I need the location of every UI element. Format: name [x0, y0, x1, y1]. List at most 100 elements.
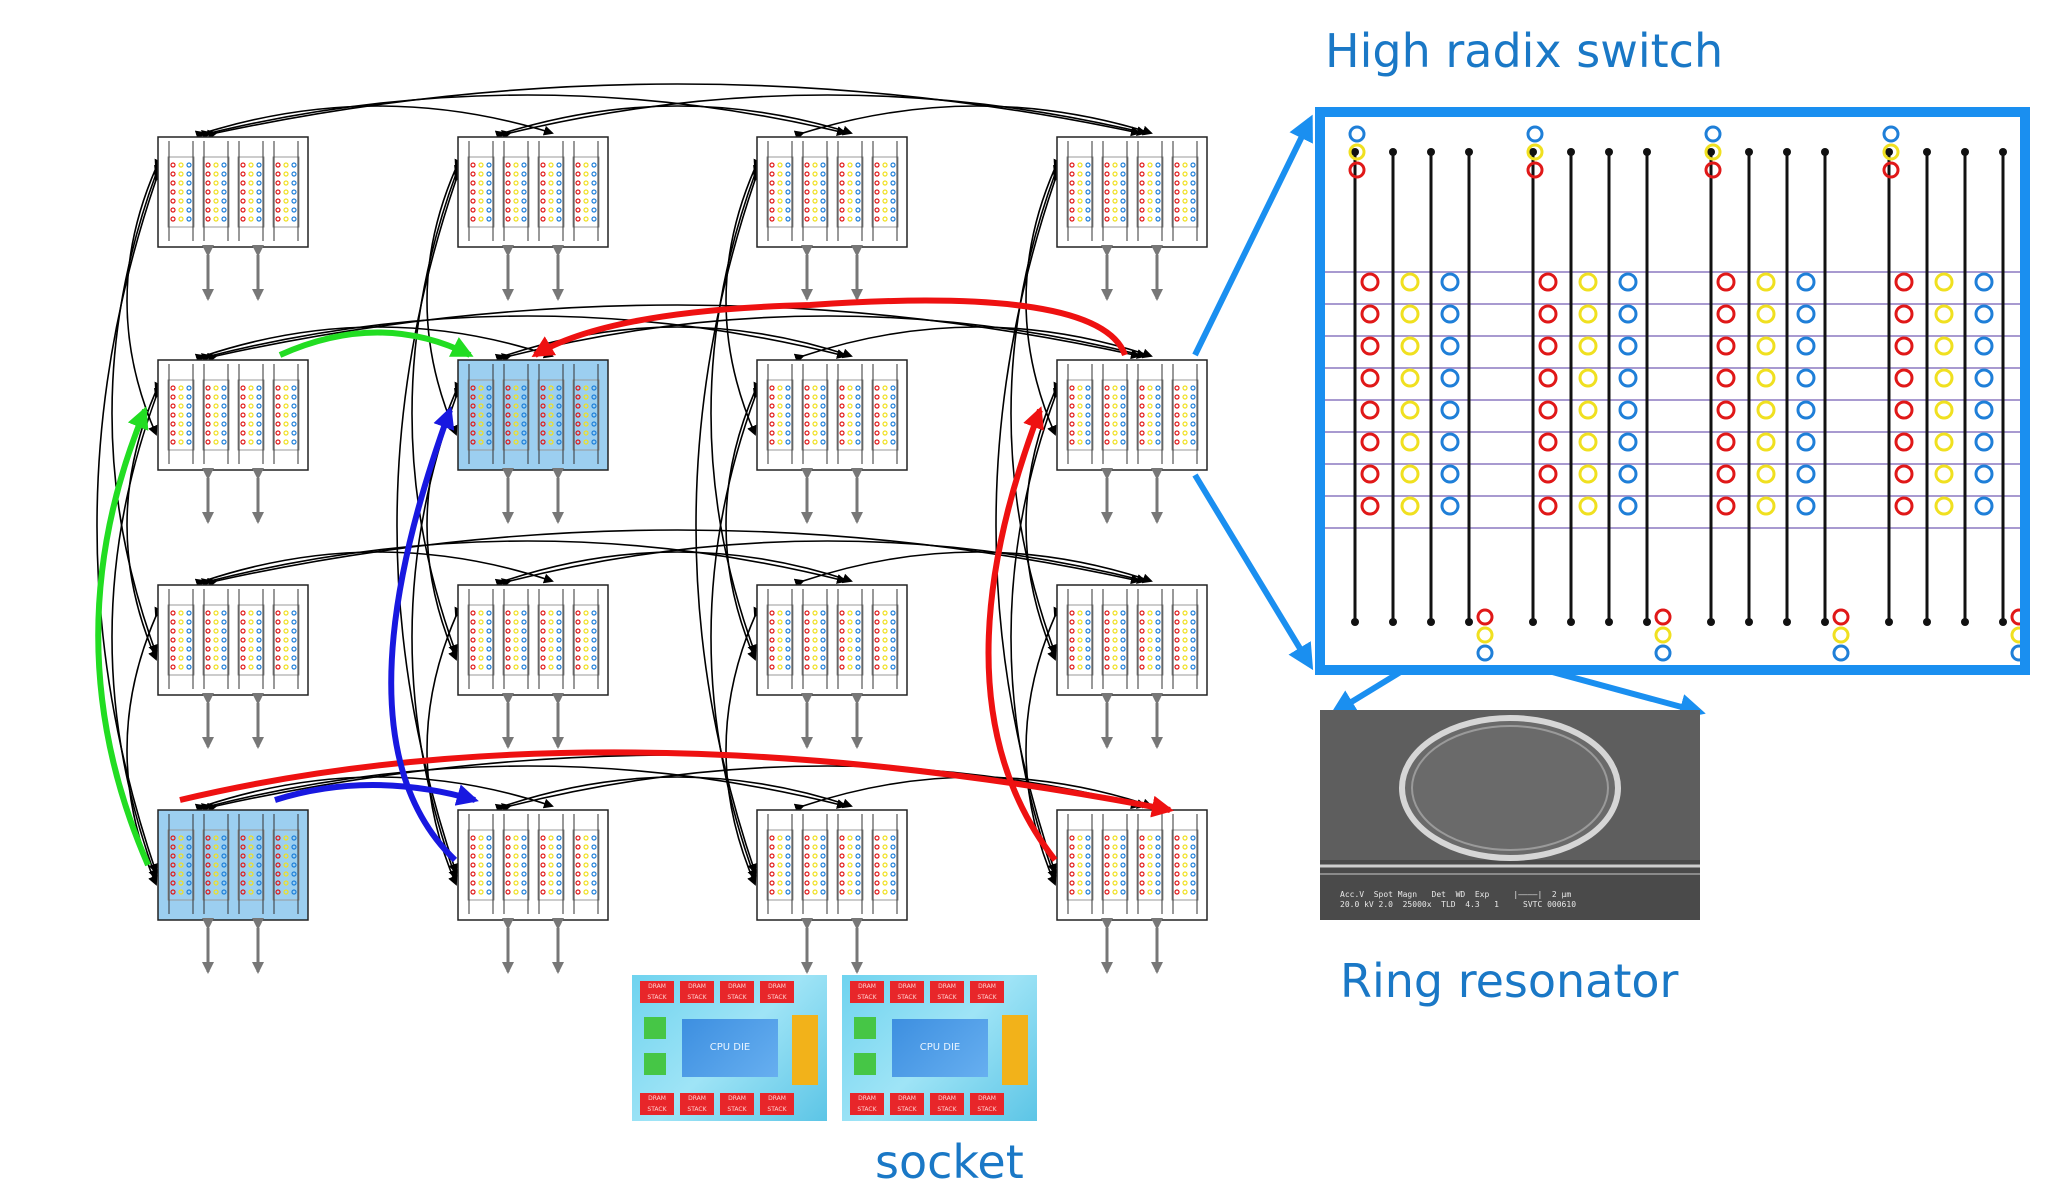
- dram-stack: DRAM STACK: [640, 981, 674, 1003]
- ring-red: [1716, 496, 1736, 516]
- ring-yellow: [1756, 496, 1776, 516]
- link-arc: [207, 529, 1141, 588]
- ring-yellow: [1400, 336, 1420, 356]
- ring-yellow: [1704, 143, 1722, 161]
- switch-node-r2-c0: [157, 584, 309, 696]
- ring-blue: [1440, 400, 1460, 420]
- ring-blue: [1796, 336, 1816, 356]
- ring-red: [1894, 368, 1914, 388]
- ring-yellow: [1348, 143, 1366, 161]
- ring-yellow: [1400, 400, 1420, 420]
- ring-red: [1526, 161, 1544, 179]
- ring-yellow: [1578, 400, 1598, 420]
- red-path-top: [531, 297, 1128, 358]
- ring-red: [1894, 304, 1914, 324]
- ring-blue: [1974, 464, 1994, 484]
- ring-yellow: [1756, 400, 1776, 420]
- ring-blue: [1882, 125, 1900, 143]
- ring-resonator-label: Ring resonator: [1340, 954, 1679, 1008]
- link-arc: [725, 158, 763, 436]
- link-arc: [793, 326, 1153, 364]
- io-pad: [854, 1053, 876, 1075]
- ring-yellow: [1934, 496, 1954, 516]
- zoom-frame: [1315, 107, 2030, 675]
- network-links: [96, 83, 1153, 886]
- dram-stack: DRAM STACK: [970, 981, 1004, 1003]
- ring-blue: [1618, 336, 1638, 356]
- ring-yellow: [1400, 496, 1420, 516]
- ring-yellow: [1400, 368, 1420, 388]
- ring-yellow: [1756, 304, 1776, 324]
- switch-node-r3-c2: [756, 809, 908, 921]
- ring-yellow: [1578, 464, 1598, 484]
- ring-red: [1716, 336, 1736, 356]
- dram-stack: DRAM STACK: [720, 981, 754, 1003]
- ring-blue: [1974, 368, 1994, 388]
- dram-stack: DRAM STACK: [760, 981, 794, 1003]
- link-arc: [725, 606, 763, 886]
- link-arc: [201, 94, 847, 140]
- ring-blue: [1618, 272, 1638, 292]
- ring-blue: [1440, 432, 1460, 452]
- ring-red: [1894, 336, 1914, 356]
- ring-resonator-micrograph: Acc.V Spot Magn Det WD Exp |————| 2 μm 2…: [1320, 710, 1700, 920]
- io-pad: [644, 1017, 666, 1039]
- switch-node-r3-c0: [157, 809, 309, 921]
- red-path-up: [985, 406, 1058, 862]
- ring-red: [1538, 368, 1558, 388]
- ring-yellow: [1578, 272, 1598, 292]
- link-arc: [501, 540, 1147, 588]
- link-arc: [710, 387, 763, 880]
- ring-yellow: [1578, 368, 1598, 388]
- ring-red: [1716, 464, 1736, 484]
- ring-blue: [1832, 644, 1850, 662]
- ring-red: [1716, 400, 1736, 420]
- ring-yellow: [1578, 432, 1598, 452]
- ring-blue: [1618, 304, 1638, 324]
- dram-stack: DRAM STACK: [930, 1093, 964, 1115]
- ring-red: [1360, 336, 1380, 356]
- ring-blue: [1526, 125, 1544, 143]
- link-arc: [1025, 158, 1063, 436]
- switch-nodes: [157, 136, 1208, 921]
- ring-red: [1538, 400, 1558, 420]
- ring-shape: [1399, 715, 1621, 861]
- switch-node-r0-c1: [457, 136, 609, 248]
- ring-red: [1716, 304, 1736, 324]
- ring-blue: [1796, 464, 1816, 484]
- ring-red: [1476, 608, 1494, 626]
- ring-blue: [1440, 368, 1460, 388]
- dram-stack: DRAM STACK: [850, 1093, 884, 1115]
- ring-yellow: [1756, 464, 1776, 484]
- ring-yellow: [1400, 272, 1420, 292]
- ring-blue: [1974, 432, 1994, 452]
- ring-blue: [1440, 336, 1460, 356]
- ring-red: [1348, 161, 1366, 179]
- ring-yellow: [1882, 143, 1900, 161]
- link-arc: [194, 105, 554, 141]
- ring-yellow: [1934, 432, 1954, 452]
- cpu-die: CPU DIE: [682, 1019, 778, 1077]
- ring-red: [1538, 432, 1558, 452]
- ring-yellow: [1934, 272, 1954, 292]
- ring-yellow: [1578, 304, 1598, 324]
- ring-blue: [1974, 400, 1994, 420]
- green-path-right: [278, 329, 474, 358]
- ring-red: [1360, 496, 1380, 516]
- ring-blue: [1618, 368, 1638, 388]
- ring-yellow: [1756, 368, 1776, 388]
- ring-blue: [1618, 464, 1638, 484]
- ring-blue: [1704, 125, 1722, 143]
- dram-stack: DRAM STACK: [930, 981, 964, 1003]
- ring-red: [1538, 464, 1558, 484]
- dram-stack: DRAM STACK: [890, 1093, 924, 1115]
- link-arc: [411, 164, 464, 655]
- link-arc: [111, 387, 164, 880]
- link-arc: [1010, 387, 1063, 880]
- ring-red: [1538, 304, 1558, 324]
- switch-node-r2-c2: [756, 584, 908, 696]
- link-arc: [501, 94, 1147, 140]
- link-arc: [194, 551, 554, 589]
